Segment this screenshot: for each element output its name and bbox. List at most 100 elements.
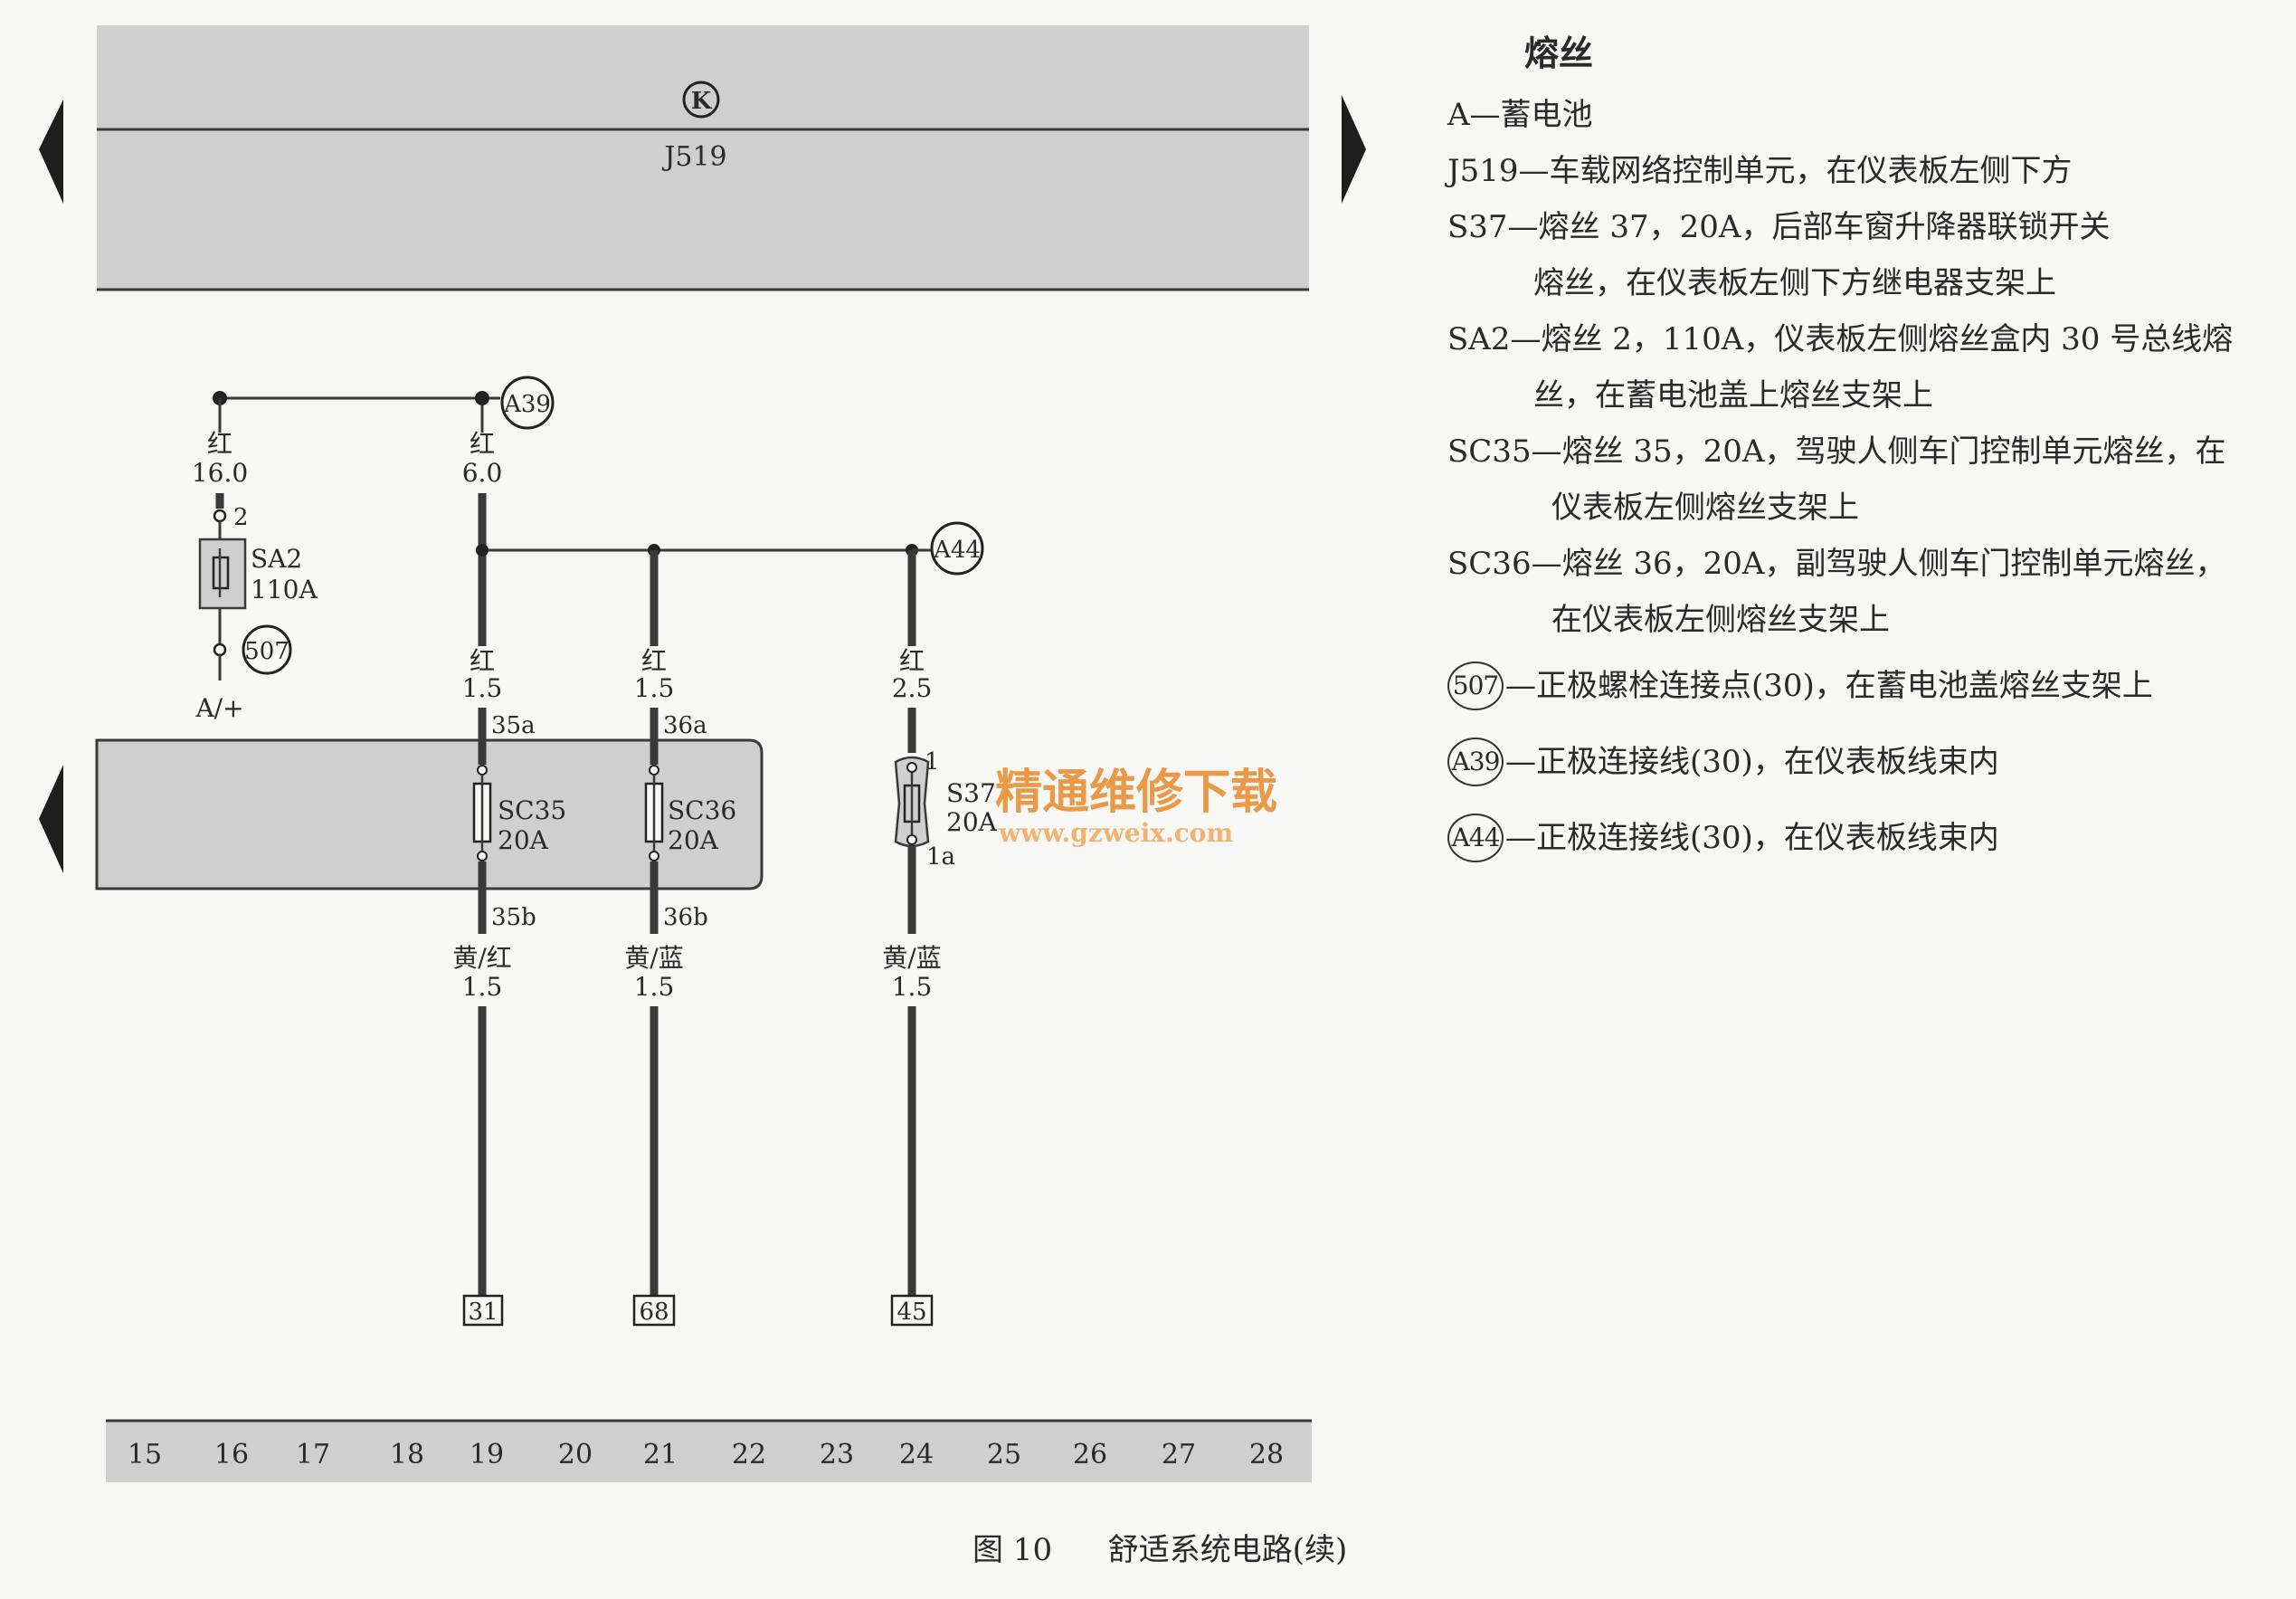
legend-item: SC36—熔丝 36，20A，副驾驶人侧车门控制单元熔丝， 在仪表板左侧熔丝支架… (1447, 536, 2289, 648)
pin-dot (477, 851, 488, 861)
pin-dot (477, 765, 488, 776)
grid-number: 21 (643, 1439, 678, 1471)
pin-sc36-out: 36b (663, 904, 708, 931)
legend-connector-item: 507 —正极螺栓连接点(30)，在蓄电池盖熔丝支架上 (1447, 648, 2289, 724)
watermark: 精通维修下载 www.gzweix.com (995, 765, 1277, 848)
watermark-title: 精通维修下载 (995, 765, 1277, 820)
grid-numbers: 15 16 17 18 19 20 21 22 23 24 25 26 27 2… (128, 1439, 1284, 1471)
wire-sc36-in-size: 1.5 (634, 673, 675, 703)
grid-number: 19 (470, 1439, 504, 1471)
fuse-sa2-rating: 110A (251, 575, 318, 604)
watermark-url: www.gzweix.com (998, 818, 1233, 848)
wire-s37-in-color: 红 (899, 646, 925, 676)
grid-number: 28 (1249, 1439, 1284, 1471)
wire-sa2-color: 红 (207, 429, 232, 459)
legend-item-text: S37—熔丝 37，20A，后部车窗升降器联锁开关 (1447, 209, 2111, 245)
wire-sc35-out-size: 1.5 (462, 972, 503, 1002)
legend-item-continuation: 熔丝，在仪表板左侧下方继电器支架上 (1533, 265, 2056, 301)
module-symbol-circle (682, 81, 720, 119)
grid-strip (106, 1421, 1312, 1482)
legend-item: S37—熔丝 37，20A，后部车窗升降器联锁开关 熔丝，在仪表板左侧下方继电器… (1447, 199, 2289, 311)
terminal-45-box (890, 1294, 934, 1327)
module-label: J519 (661, 141, 726, 173)
terminal-31-label: 31 (468, 1299, 498, 1326)
connector-507-label: 507 (244, 638, 289, 665)
legend: 熔丝 A—蓄电池 J519—车载网络控制单元，在仪表板左侧下方 S37—熔丝 3… (1447, 20, 2289, 876)
grid-number: 16 (214, 1439, 249, 1471)
legend-connector-text: —正极连接线(30)，在仪表板线束内 (1505, 820, 1999, 856)
pin-sc35-in: 35a (491, 712, 536, 739)
connector-a44-label: A44 (933, 537, 981, 564)
terminal-31-box (462, 1294, 504, 1327)
fuse-s37-rating: 20A (946, 807, 998, 837)
legend-title: 熔丝 (1524, 33, 1594, 73)
wire-sc36-out-color: 黄/蓝 (624, 943, 683, 973)
legend-item-text: SC36—熔丝 36，20A，副驾驶人侧车门控制单元熔丝， (1447, 546, 2226, 582)
wire-a39-size: 6.0 (462, 458, 503, 488)
junction-dot (475, 391, 489, 405)
grid-number: 17 (296, 1439, 330, 1471)
wire-sc36-out-size: 1.5 (634, 972, 675, 1002)
connector-507-icon (242, 624, 292, 675)
fuse-s37-name: S37 (946, 778, 996, 808)
terminal-45-label: 45 (897, 1299, 926, 1326)
legend-item-continuation: 仪表板左侧熔丝支架上 (1551, 490, 1859, 526)
connector-a39-icon (500, 376, 555, 430)
grid-number: 23 (820, 1439, 854, 1471)
fuse-sc36-rating: 20A (668, 825, 719, 855)
pin-s37-out: 1a (926, 843, 955, 871)
wire-sc35-out-color: 黄/红 (452, 943, 511, 973)
grid-number: 20 (558, 1439, 593, 1471)
fuse-sc35-rating: 20A (498, 825, 549, 855)
terminal-68-label: 68 (639, 1299, 669, 1326)
pin-dot (649, 851, 659, 861)
legend-item-text: SC35—熔丝 35，20A，驾驶人侧车门控制单元熔丝，在 (1447, 433, 2226, 470)
circuit-diagram: K J519 15 16 17 18 19 20 21 22 23 24 25 … (39, 25, 1366, 1482)
connector-507-badge: 507 (1447, 661, 1504, 710)
legend-item-continuation: 丝，在蓄电池盖上熔丝支架上 (1533, 377, 1933, 414)
fuse-sc35-name: SC35 (498, 795, 566, 825)
connector-a39-label: A39 (503, 391, 551, 418)
grid-number: 22 (732, 1439, 766, 1471)
legend-connector-item: A44 —正极连接线(30)，在仪表板线束内 (1447, 800, 2289, 876)
fuse-sc36-name: SC36 (668, 795, 736, 825)
fuse-holder-panel (95, 738, 764, 890)
legend-item: A—蓄电池 (1447, 87, 2289, 143)
legend-item: J519—车载网络控制单元，在仪表板左侧下方 (1447, 143, 2289, 199)
legend-connector-text: —正极连接线(30)，在仪表板线束内 (1505, 744, 1999, 780)
pin-sa2-bottom (213, 642, 227, 657)
grid-number: 24 (899, 1439, 934, 1471)
legend-item: SC35—熔丝 35，20A，驾驶人侧车门控制单元熔丝，在 仪表板左侧熔丝支架上 (1447, 424, 2289, 536)
legend-item-text: SA2—熔丝 2，110A，仪表板左侧熔丝盒内 30 号总线熔 (1447, 321, 2234, 357)
figure-title: 舒适系统电路(续) (1107, 1532, 1348, 1568)
arrow-left-middle-icon (39, 765, 63, 873)
connector-a39-badge: A39 (1447, 738, 1504, 786)
legend-connector-text: —正极螺栓连接点(30)，在蓄电池盖熔丝支架上 (1505, 668, 2153, 704)
legend-item: SA2—熔丝 2，110A，仪表板左侧熔丝盒内 30 号总线熔 丝，在蓄电池盖上… (1447, 311, 2289, 424)
pin-s37-in: 1 (925, 748, 940, 776)
wire-a39-color: 红 (470, 429, 495, 459)
grid-number: 18 (390, 1439, 424, 1471)
fuse-sa2-name: SA2 (251, 544, 302, 574)
module-j519: K J519 (97, 25, 1309, 291)
junction-dot (476, 544, 489, 557)
module-symbol: K (691, 88, 713, 115)
wire-sc36-in-color: 红 (641, 646, 667, 676)
figure-number: 图 10 (972, 1532, 1053, 1568)
fuse-sa2-holder (198, 538, 247, 610)
grid-number: 25 (987, 1439, 1021, 1471)
pin-sa2-top-label: 2 (233, 504, 249, 531)
legend-item-text: A—蓄电池 (1447, 97, 1593, 133)
pin-dot (906, 834, 917, 845)
module-panel (97, 25, 1309, 290)
wire-sc35-in-color: 红 (470, 646, 495, 676)
legend-item-text: J519—车载网络控制单元，在仪表板左侧下方 (1447, 153, 2073, 189)
connector-a44-badge: A44 (1447, 814, 1504, 862)
legend-connector-item: A39 —正极连接线(30)，在仪表板线束内 (1447, 724, 2289, 800)
pin-sc35-out: 35b (491, 904, 536, 931)
grid-number: 27 (1162, 1439, 1196, 1471)
legend-item-continuation: 在仪表板左侧熔丝支架上 (1551, 602, 1890, 638)
wire-s37-out-color: 黄/蓝 (882, 943, 941, 973)
wire-s37-out-size: 1.5 (892, 972, 933, 1002)
wire-s37-in-size: 2.5 (892, 673, 933, 703)
